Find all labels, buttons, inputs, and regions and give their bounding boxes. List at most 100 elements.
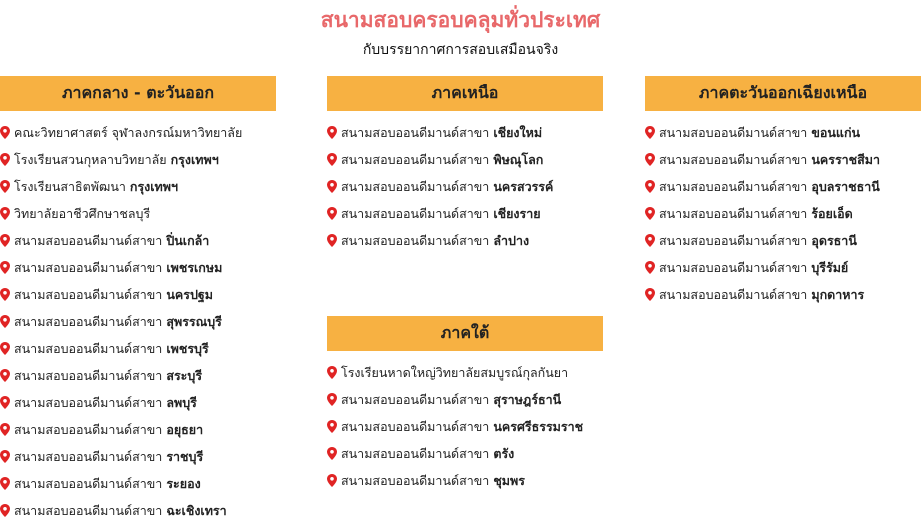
location-name: สนามสอบออนดีมานด์สาขา <box>659 286 808 302</box>
map-pin-icon <box>645 153 655 166</box>
map-pin-icon <box>0 126 10 139</box>
location-name: สนามสอบออนดีมานด์สาขา <box>14 421 163 437</box>
location-name: สนามสอบออนดีมานด์สาขา <box>659 178 808 194</box>
location-city: อุดรธานี <box>811 232 857 248</box>
location-list-northeast: สนามสอบออนดีมานด์สาขาขอนแก่นสนามสอบออนดี… <box>645 119 921 308</box>
map-pin-icon <box>645 234 655 247</box>
location-name: สนามสอบออนดีมานด์สาขา <box>14 232 163 248</box>
location-city: เพชรเกษม <box>166 259 223 275</box>
location-name: สนามสอบออนดีมานด์สาขา <box>14 367 163 383</box>
location-name: สนามสอบออนดีมานด์สาขา <box>341 391 490 407</box>
map-pin-icon <box>0 288 10 301</box>
region-header-northeast: ภาคตะวันออกเฉียงเหนือ <box>645 76 921 111</box>
location-item: สนามสอบออนดีมานด์สาขาเพชรเกษม <box>0 254 276 281</box>
map-pin-icon <box>327 474 337 487</box>
region-header-north: ภาคเหนือ <box>327 76 603 111</box>
location-item: สนามสอบออนดีมานด์สาขาตรัง <box>327 440 603 467</box>
map-pin-icon <box>645 288 655 301</box>
location-item: สนามสอบออนดีมานด์สาขาร้อยเอ็ด <box>645 200 921 227</box>
location-city: มุกดาหาร <box>811 286 865 302</box>
location-name: สนามสอบออนดีมานด์สาขา <box>659 124 808 140</box>
map-pin-icon <box>0 450 10 463</box>
location-list-south: โรงเรียนหาดใหญ่วิทยาลัยสมบูรณ์กุลกันยาสน… <box>327 359 603 494</box>
location-item: สนามสอบออนดีมานด์สาขาสระบุรี <box>0 362 276 389</box>
location-name: สนามสอบออนดีมานด์สาขา <box>341 445 490 461</box>
location-name: วิทยาลัยอาชีวศึกษาชลบุรี <box>14 205 151 221</box>
location-item: โรงเรียนสวนกุหลาบวิทยาลัยกรุงเทพฯ <box>0 146 276 173</box>
location-name: สนามสอบออนดีมานด์สาขา <box>659 232 808 248</box>
map-pin-icon <box>0 369 10 382</box>
location-name: สนามสอบออนดีมานด์สาขา <box>341 151 490 167</box>
location-name: สนามสอบออนดีมานด์สาขา <box>341 205 490 221</box>
location-item: สนามสอบออนดีมานด์สาขาเชียงใหม่ <box>327 119 603 146</box>
map-pin-icon <box>327 447 337 460</box>
location-name: สนามสอบออนดีมานด์สาขา <box>659 205 808 221</box>
map-pin-icon <box>0 342 10 355</box>
location-item: สนามสอบออนดีมานด์สาขาอุดรธานี <box>645 227 921 254</box>
location-item: สนามสอบออนดีมานด์สาขาราชบุรี <box>0 443 276 470</box>
location-item: สนามสอบออนดีมานด์สาขานครสวรรค์ <box>327 173 603 200</box>
location-item: สนามสอบออนดีมานด์สาขามุกดาหาร <box>645 281 921 308</box>
location-city: ขอนแก่น <box>811 124 861 140</box>
location-city: ร้อยเอ็ด <box>811 205 853 221</box>
location-city: ฉะเชิงเทรา <box>166 502 227 518</box>
location-item: สนามสอบออนดีมานด์สาขานครปฐม <box>0 281 276 308</box>
map-pin-icon <box>645 126 655 139</box>
location-city: ระยอง <box>166 475 201 491</box>
region-header-south: ภาคใต้ <box>327 316 603 351</box>
location-name: สนามสอบออนดีมานด์สาขา <box>341 472 490 488</box>
location-name: คณะวิทยาศาสตร์ จุฬาลงกรณ์มหาวิทยาลัย <box>14 124 243 140</box>
location-name: สนามสอบออนดีมานด์สาขา <box>659 151 808 167</box>
location-name: สนามสอบออนดีมานด์สาขา <box>14 475 163 491</box>
map-pin-icon <box>0 423 10 436</box>
location-item: สนามสอบออนดีมานด์สาขาลพบุรี <box>0 389 276 416</box>
location-item: สนามสอบออนดีมานด์สาขาสุพรรณบุรี <box>0 308 276 335</box>
location-name: สนามสอบออนดีมานด์สาขา <box>341 232 490 248</box>
map-pin-icon <box>327 234 337 247</box>
location-item: สนามสอบออนดีมานด์สาขาเชียงราย <box>327 200 603 227</box>
location-city: นครศรีธรรมราช <box>493 418 584 434</box>
location-city: เชียงใหม่ <box>493 124 543 140</box>
location-city: พิษณุโลก <box>493 151 544 167</box>
location-name: สนามสอบออนดีมานด์สาขา <box>14 259 163 275</box>
region-south: ภาคใต้ โรงเรียนหาดใหญ่วิทยาลัยสมบูรณ์กุล… <box>327 316 603 494</box>
map-pin-icon <box>327 153 337 166</box>
location-item: สนามสอบออนดีมานด์สาขาลำปาง <box>327 227 603 254</box>
map-pin-icon <box>327 366 337 379</box>
location-item: สนามสอบออนดีมานด์สาขาฉะเชิงเทรา <box>0 497 276 524</box>
location-city: อยุธยา <box>166 421 204 437</box>
map-pin-icon <box>0 234 10 247</box>
location-city: กรุงเทพฯ <box>129 178 179 194</box>
location-item: สนามสอบออนดีมานด์สาขาสุราษฎร์ธานี <box>327 386 603 413</box>
map-pin-icon <box>0 504 10 517</box>
location-city: ลำปาง <box>493 232 530 248</box>
location-name: โรงเรียนสาธิตพัฒนา <box>14 178 126 194</box>
location-item: สนามสอบออนดีมานด์สาขาอุบลราชธานี <box>645 173 921 200</box>
map-pin-icon <box>0 180 10 193</box>
map-pin-icon <box>645 180 655 193</box>
location-name: สนามสอบออนดีมานด์สาขา <box>341 178 490 194</box>
location-name: สนามสอบออนดีมานด์สาขา <box>341 124 490 140</box>
page-subtitle: กับบรรยากาศการสอบเสมือนจริง <box>362 42 559 58</box>
location-city: สุราษฎร์ธานี <box>493 391 562 407</box>
location-item: คณะวิทยาศาสตร์ จุฬาลงกรณ์มหาวิทยาลัย <box>0 119 276 146</box>
map-pin-icon <box>327 180 337 193</box>
map-pin-icon <box>327 393 337 406</box>
location-list-north: สนามสอบออนดีมานด์สาขาเชียงใหม่สนามสอบออน… <box>327 119 603 254</box>
location-item: สนามสอบออนดีมานด์สาขาระยอง <box>0 470 276 497</box>
location-city: ชุมพร <box>493 472 526 488</box>
location-name: สนามสอบออนดีมานด์สาขา <box>341 418 490 434</box>
region-central: ภาคกลาง - ตะวันออก คณะวิทยาศาสตร์ จุฬาลง… <box>0 76 276 524</box>
location-city: สุพรรณบุรี <box>166 313 222 329</box>
location-city: นครราชสีมา <box>811 151 881 167</box>
region-north: ภาคเหนือ สนามสอบออนดีมานด์สาขาเชียงใหม่ส… <box>327 76 603 254</box>
location-item: สนามสอบออนดีมานด์สาขาปิ่นเกล้า <box>0 227 276 254</box>
location-item: สนามสอบออนดีมานด์สาขานครศรีธรรมราช <box>327 413 603 440</box>
location-city: อุบลราชธานี <box>811 178 880 194</box>
location-city: เพชรบุรี <box>166 340 209 356</box>
location-city: ปิ่นเกล้า <box>166 232 210 248</box>
location-city: สระบุรี <box>166 367 203 383</box>
location-name: โรงเรียนหาดใหญ่วิทยาลัยสมบูรณ์กุลกันยา <box>341 364 569 380</box>
map-pin-icon <box>645 207 655 220</box>
location-name: สนามสอบออนดีมานด์สาขา <box>659 259 808 275</box>
